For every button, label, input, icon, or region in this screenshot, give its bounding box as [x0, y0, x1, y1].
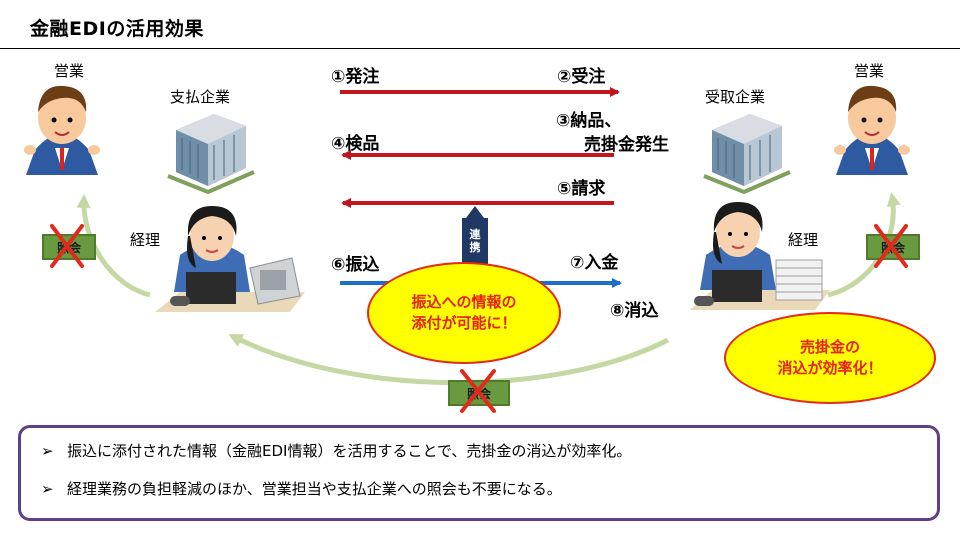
sales-person-right-icon	[834, 85, 910, 175]
callout-reconcile-efficiency: 売掛金の 消込が効率化！	[724, 312, 936, 404]
renkei-char-2: 携	[469, 241, 481, 254]
label-accounting-left: 経理	[130, 231, 161, 249]
label-sales-right: 営業	[854, 62, 885, 80]
step-order: ①発注	[331, 67, 380, 87]
cross-icon-left	[50, 224, 84, 268]
accountant-right-icon	[690, 202, 830, 310]
payer-building-icon	[167, 114, 255, 195]
label-payer: 支払企業	[170, 88, 231, 106]
renkei-arrow-up	[466, 206, 484, 218]
summary-text-1: 振込に添付された情報（金融EDI情報）を活用することで、売掛金の消込が効率化。	[67, 442, 632, 460]
callout-reconcile-line2: 消込が効率化！	[777, 359, 883, 377]
receiver-building-icon	[703, 114, 791, 195]
label-sales-left: 営業	[54, 62, 85, 80]
step-inspection: ④検品	[331, 134, 380, 154]
step-deposit: ⑦入金	[570, 253, 619, 273]
summary-box: ➢ 振込に添付された情報（金融EDI情報）を活用することで、売掛金の消込が効率化。…	[18, 425, 940, 521]
sales-person-left-icon	[24, 85, 100, 175]
accountant-left-icon	[155, 206, 305, 312]
renkei-badge: 連 携	[462, 218, 488, 264]
callout-reconcile-line1: 売掛金の	[799, 338, 860, 356]
step-reconciliation: ⑧消込	[610, 301, 659, 321]
label-accounting-right: 経理	[788, 231, 819, 249]
label-receiver: 受取企業	[705, 88, 766, 106]
cross-icon-right	[874, 224, 908, 268]
step-receive-order: ②受注	[557, 67, 606, 87]
cross-icon-bottom	[460, 369, 496, 413]
bullet-arrow-icon: ➢	[41, 480, 54, 498]
green-arc-left	[76, 194, 151, 298]
bullet-arrow-icon: ➢	[41, 442, 54, 460]
title-divider	[0, 48, 960, 49]
summary-text-2: 経理業務の負担軽減のほか、営業担当や支払企業への照会も不要になる。	[67, 480, 562, 498]
callout-info-attach: 振込への情報の 添付が可能に！	[367, 262, 561, 364]
step-invoice: ⑤請求	[557, 179, 606, 199]
summary-item-2: ➢ 経理業務の負担軽減のほか、営業担当や支払企業への照会も不要になる。	[41, 478, 562, 499]
renkei-char-1: 連	[469, 228, 481, 241]
callout-info-attach-line2: 添付が可能に！	[411, 314, 517, 332]
step-delivery-line2: 売掛金発生	[584, 135, 669, 155]
summary-item-1: ➢ 振込に添付された情報（金融EDI情報）を活用することで、売掛金の消込が効率化。	[41, 440, 631, 461]
step-delivery-line1: ③納品、	[556, 111, 622, 131]
callout-info-attach-line1: 振込への情報の	[411, 293, 517, 311]
step-transfer: ⑥振込	[331, 255, 380, 275]
page-title: 金融EDIの活用効果	[30, 18, 204, 40]
